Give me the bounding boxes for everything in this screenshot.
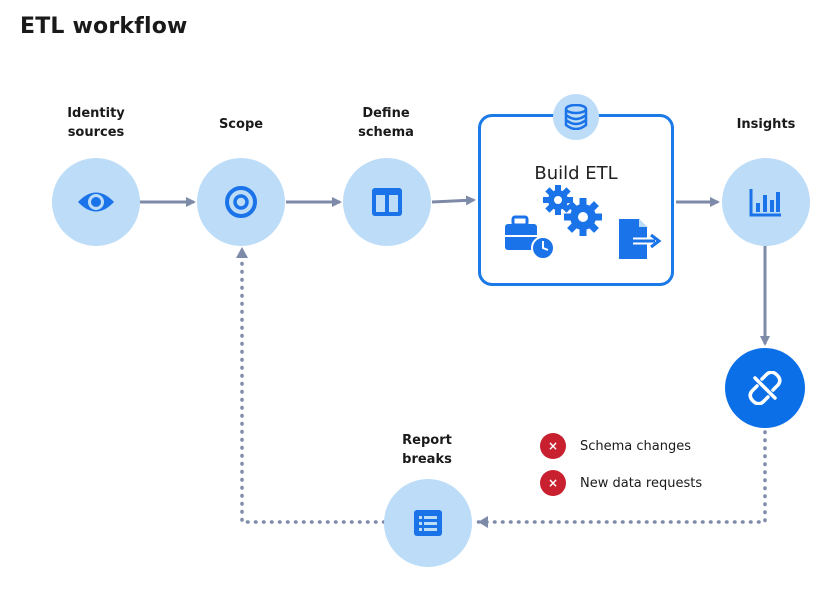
report-breaks-label: Report breaks [402,433,452,467]
breaks-node [725,348,805,428]
report-breaks-node [384,479,472,567]
identity-sources-label: Identity sources [67,106,125,140]
scope-label: Scope [218,117,264,132]
target-icon [225,186,257,218]
page-title: ETL workflow [20,14,188,39]
build-etl-box: Build ETL [478,114,674,286]
error-x-icon: × [540,433,566,459]
insights-node [722,158,810,246]
define-schema-label: Define schema [358,106,414,140]
broken-link-icon [748,371,782,405]
gears-icon [543,185,602,236]
insights-label: Insights [736,117,796,132]
legend-item-new-data-requests: × New data requests [540,470,702,496]
build-etl-title: Build ETL [534,163,618,184]
error-x-icon: × [540,470,566,496]
legend-item-schema-changes: × Schema changes [540,433,691,459]
file-export-icon [619,219,662,259]
briefcase-clock-icon [505,215,555,260]
eye-icon [78,192,114,212]
identity-sources-node [52,158,140,246]
database-badge [553,94,599,140]
edge-report-scope [240,254,386,524]
bar-chart-icon [749,189,781,217]
edge-breaks-report [476,430,767,524]
columns-icon [372,188,402,216]
database-icon [564,104,588,130]
list-icon [414,510,442,536]
define-schema-node [343,158,431,246]
scope-node [197,158,285,246]
edge-schema-build [431,195,476,206]
